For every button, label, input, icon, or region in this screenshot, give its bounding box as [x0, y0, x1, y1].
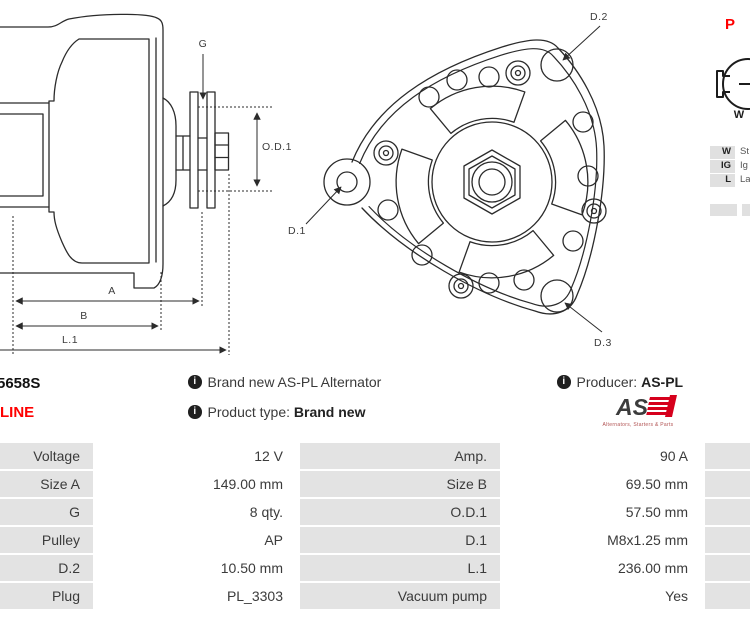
vent-slots — [395, 85, 589, 279]
spec-value: 69.50 mm — [503, 471, 702, 497]
terminal-desc: La — [740, 174, 750, 185]
mount-lug — [323, 158, 371, 206]
dim-label-a: A — [108, 285, 116, 297]
spec-label: O.D.1 — [300, 499, 500, 525]
front-view-drawing: D.2 D.1 D.3 — [288, 11, 612, 349]
dim-label-od1: O.D.1 — [262, 141, 292, 153]
dim-label-b: B — [80, 310, 88, 322]
plug-section-title: P — [725, 16, 736, 33]
alternator-body-inner — [48, 38, 150, 264]
spec-label: D.1 — [300, 527, 500, 553]
terminal-empty-cells — [710, 203, 750, 216]
spec-value: 12 V — [96, 443, 297, 469]
plug-tab — [716, 70, 730, 98]
shaft-nut — [214, 132, 230, 171]
terminal-desc: Ig — [740, 160, 748, 171]
shaft-nut-hex — [463, 149, 521, 215]
spec-label: D.2 — [0, 555, 93, 581]
spec-value: 10.50 mm — [96, 555, 297, 581]
hole-d1 — [336, 171, 358, 193]
product-type-label: Product type: — [207, 404, 294, 420]
producer-label: Producer: — [576, 374, 642, 390]
leader-d1 — [305, 186, 342, 225]
leader-d2 — [562, 25, 601, 61]
dim-label-d1: D.1 — [288, 225, 306, 237]
spec-label: Voltage — [0, 443, 93, 469]
terminal-desc: St — [740, 146, 749, 157]
as-logo-text: AS — [615, 394, 649, 420]
rear-boss-lines — [0, 102, 50, 208]
terminal-row: L La — [710, 174, 750, 187]
spec-label: G — [0, 499, 93, 525]
spec-value: Yes — [503, 583, 702, 609]
dim-label-d3: D.3 — [594, 337, 612, 349]
terminal-row: W St — [710, 146, 750, 159]
producer-value: AS-PL — [641, 374, 684, 390]
spec-value: 57.50 mm — [503, 499, 702, 525]
extension-lines — [12, 106, 273, 355]
spec-label: L.1 — [300, 555, 500, 581]
spec-label: Size A — [0, 471, 93, 497]
as-logo-stripes — [646, 395, 677, 417]
clipped-cell — [705, 527, 750, 553]
pulley-flange — [189, 91, 199, 209]
clipped-cell — [705, 471, 750, 497]
spec-label: Vacuum pump — [300, 583, 500, 609]
part-number: 5658S — [0, 375, 41, 392]
terminal-key: IG — [710, 160, 735, 173]
product-type-line: i Product type: Brand new — [188, 404, 365, 420]
as-logo: AS — [615, 394, 677, 420]
housing-outline — [351, 39, 605, 315]
brand-new-line: i Brand new AS-PL Alternator — [188, 374, 381, 390]
clipped-cell — [705, 555, 750, 581]
clipped-cell — [705, 583, 750, 609]
leader-d3 — [564, 302, 603, 333]
spec-value: 149.00 mm — [96, 471, 297, 497]
terminal-row: IG Ig — [710, 160, 750, 173]
info-icon: i — [188, 375, 202, 389]
spec-value: AP — [96, 527, 297, 553]
side-view-drawing: G O.D.1 A B L.1 — [0, 13, 292, 355]
spec-value: 236.00 mm — [503, 555, 702, 581]
clipped-cell — [705, 443, 750, 469]
alternator-body-outline — [0, 13, 164, 289]
producer-line: i Producer: AS-PL — [557, 374, 683, 390]
mount-holes — [377, 66, 599, 294]
terminal-key: L — [710, 174, 735, 187]
plug-terminal-w-label: W — [734, 109, 745, 121]
hole-d3 — [540, 279, 574, 313]
plug-connector-circle — [722, 58, 750, 110]
terminal-key: W — [710, 146, 735, 159]
front-boss — [162, 97, 177, 207]
spec-label: Pulley — [0, 527, 93, 553]
dim-label-g: G — [199, 38, 208, 50]
spec-value: PL_3303 — [96, 583, 297, 609]
rivets — [373, 60, 607, 299]
dim-label-d2: D.2 — [590, 11, 608, 23]
spec-label: Size B — [300, 471, 500, 497]
spec-label: Amp. — [300, 443, 500, 469]
hole-d2 — [540, 48, 574, 82]
info-icon: i — [188, 405, 202, 419]
spec-value: 8 qty. — [96, 499, 297, 525]
product-line-badge: LINE — [0, 404, 35, 421]
spec-value: M8x1.25 mm — [503, 527, 702, 553]
plug-diagram: W — [716, 58, 750, 121]
product-type-value: Brand new — [293, 404, 366, 420]
brand-new-text: Brand new AS-PL Alternator — [207, 374, 382, 390]
clipped-cell — [705, 499, 750, 525]
spec-value: 90 A — [503, 443, 702, 469]
dim-label-l1: L.1 — [62, 334, 78, 346]
housing-inner-line — [359, 48, 598, 307]
specs-table: Voltage 12 V Amp. 90 A Size A 149.00 mm … — [0, 443, 750, 609]
logo-tagline: Alternators, Starters & Parts — [602, 422, 674, 428]
spec-label: Plug — [0, 583, 93, 609]
bearing-face — [431, 121, 553, 243]
terminal-table: W St IG Ig L La — [710, 146, 750, 216]
info-icon: i — [557, 375, 571, 389]
